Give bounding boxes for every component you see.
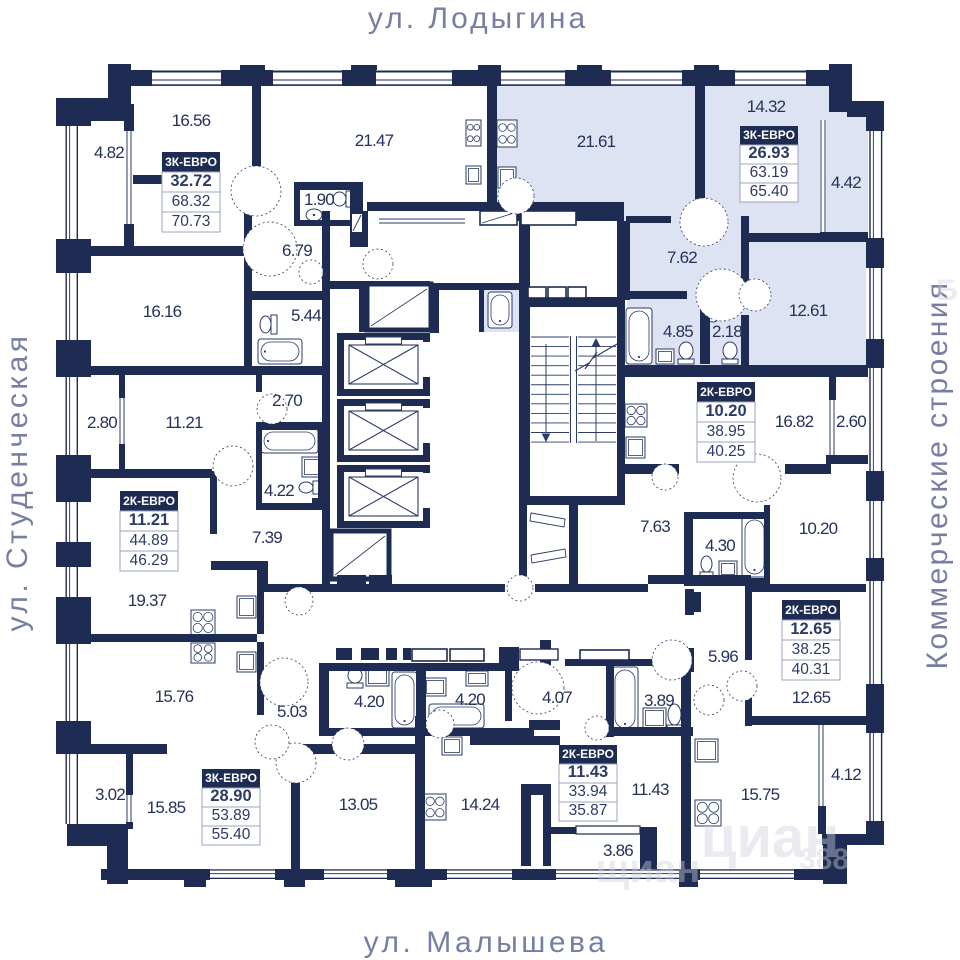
svg-text:40.31: 40.31 (792, 661, 831, 678)
svg-text:28.90: 28.90 (210, 787, 251, 805)
svg-text:16.56: 16.56 (172, 111, 211, 130)
svg-text:11.21: 11.21 (129, 511, 169, 529)
svg-text:2.60: 2.60 (836, 412, 866, 431)
svg-text:2.18: 2.18 (712, 322, 742, 341)
svg-text:70.73: 70.73 (172, 213, 211, 230)
svg-text:26.93: 26.93 (748, 144, 789, 162)
svg-text:21.47: 21.47 (355, 131, 394, 150)
svg-text:2.70: 2.70 (272, 391, 302, 410)
svg-text:2К-ЕВРО: 2К-ЕВРО (785, 603, 837, 617)
svg-text:5.96: 5.96 (708, 647, 738, 666)
svg-text:38.95: 38.95 (707, 423, 746, 440)
svg-text:55.40: 55.40 (212, 826, 251, 843)
svg-text:3К-ЕВРО: 3К-ЕВРО (165, 155, 217, 169)
svg-text:53.89: 53.89 (212, 807, 251, 824)
svg-text:3К-ЕВРО: 3К-ЕВРО (743, 128, 795, 142)
svg-text:35.87: 35.87 (569, 802, 608, 819)
svg-text:16.82: 16.82 (775, 412, 814, 431)
svg-text:4.42: 4.42 (831, 173, 861, 192)
svg-text:14.32: 14.32 (747, 97, 786, 116)
svg-text:циан: циан (701, 805, 840, 870)
svg-text:3.02: 3.02 (95, 785, 125, 804)
svg-text:21.61: 21.61 (577, 132, 616, 151)
svg-text:68.32: 68.32 (172, 193, 211, 210)
svg-text:38.25: 38.25 (792, 641, 831, 658)
svg-text:7.62: 7.62 (667, 248, 697, 267)
svg-text:11.21: 11.21 (165, 413, 203, 432)
svg-text:19.37: 19.37 (128, 591, 167, 610)
svg-text:40.25: 40.25 (707, 443, 746, 460)
svg-text:15.85: 15.85 (147, 798, 186, 817)
svg-text:щиан: щиан (596, 847, 701, 891)
svg-text:6.79: 6.79 (282, 241, 312, 260)
svg-text:10.20: 10.20 (799, 519, 838, 538)
svg-text:4.30: 4.30 (705, 536, 735, 555)
svg-text:2.80: 2.80 (87, 413, 117, 432)
svg-text:4.82: 4.82 (94, 143, 124, 162)
svg-text:13.05: 13.05 (339, 795, 378, 814)
svg-text:ул. Лодыгина: ул. Лодыгина (368, 2, 588, 35)
svg-text:4.20: 4.20 (455, 690, 485, 709)
svg-text:4.12: 4.12 (831, 765, 861, 784)
svg-text:2К-ЕВРО: 2К-ЕВРО (700, 385, 752, 399)
svg-text:12.61: 12.61 (789, 301, 828, 320)
svg-text:12.65: 12.65 (792, 688, 831, 707)
svg-text:32.72: 32.72 (170, 172, 211, 190)
svg-text:4.22: 4.22 (264, 481, 294, 500)
svg-text:7.39: 7.39 (252, 528, 282, 547)
svg-text:3.86: 3.86 (603, 841, 633, 860)
svg-text:15.75: 15.75 (741, 785, 780, 804)
svg-text:ул. Студенческая: ул. Студенческая (1, 332, 34, 631)
svg-text:4.07: 4.07 (542, 688, 572, 707)
svg-text:388: 388 (799, 843, 849, 876)
svg-text:11.43: 11.43 (631, 780, 669, 799)
svg-text:2К-ЕВРО: 2К-ЕВРО (562, 747, 614, 761)
svg-text:3К-ЕВРО: 3К-ЕВРО (205, 771, 257, 785)
svg-text:10.20: 10.20 (705, 402, 746, 420)
svg-text:33.94: 33.94 (569, 783, 608, 800)
svg-text:ул. Малышева: ул. Малышева (364, 926, 609, 959)
svg-text:7.63: 7.63 (640, 517, 670, 536)
svg-text:4.85: 4.85 (663, 322, 693, 341)
svg-text:Б: Б (936, 274, 958, 307)
svg-text:14.24: 14.24 (461, 795, 500, 814)
svg-text:2К-ЕВРО: 2К-ЕВРО (123, 494, 175, 508)
svg-text:1.90: 1.90 (304, 190, 334, 209)
svg-text:15.76: 15.76 (155, 687, 194, 706)
svg-text:4.20: 4.20 (354, 692, 384, 711)
svg-text:Коммерческие строения: Коммерческие строения (921, 280, 954, 669)
svg-text:12.65: 12.65 (790, 620, 831, 638)
svg-text:65.40: 65.40 (750, 183, 789, 200)
svg-text:44.89: 44.89 (130, 532, 169, 549)
svg-text:3.89: 3.89 (644, 691, 674, 710)
svg-text:5.44: 5.44 (291, 306, 321, 325)
svg-text:16.16: 16.16 (143, 302, 182, 321)
svg-text:11.43: 11.43 (568, 763, 608, 781)
svg-text:46.29: 46.29 (130, 552, 169, 569)
svg-text:5.03: 5.03 (277, 702, 307, 721)
svg-text:63.19: 63.19 (750, 164, 789, 181)
